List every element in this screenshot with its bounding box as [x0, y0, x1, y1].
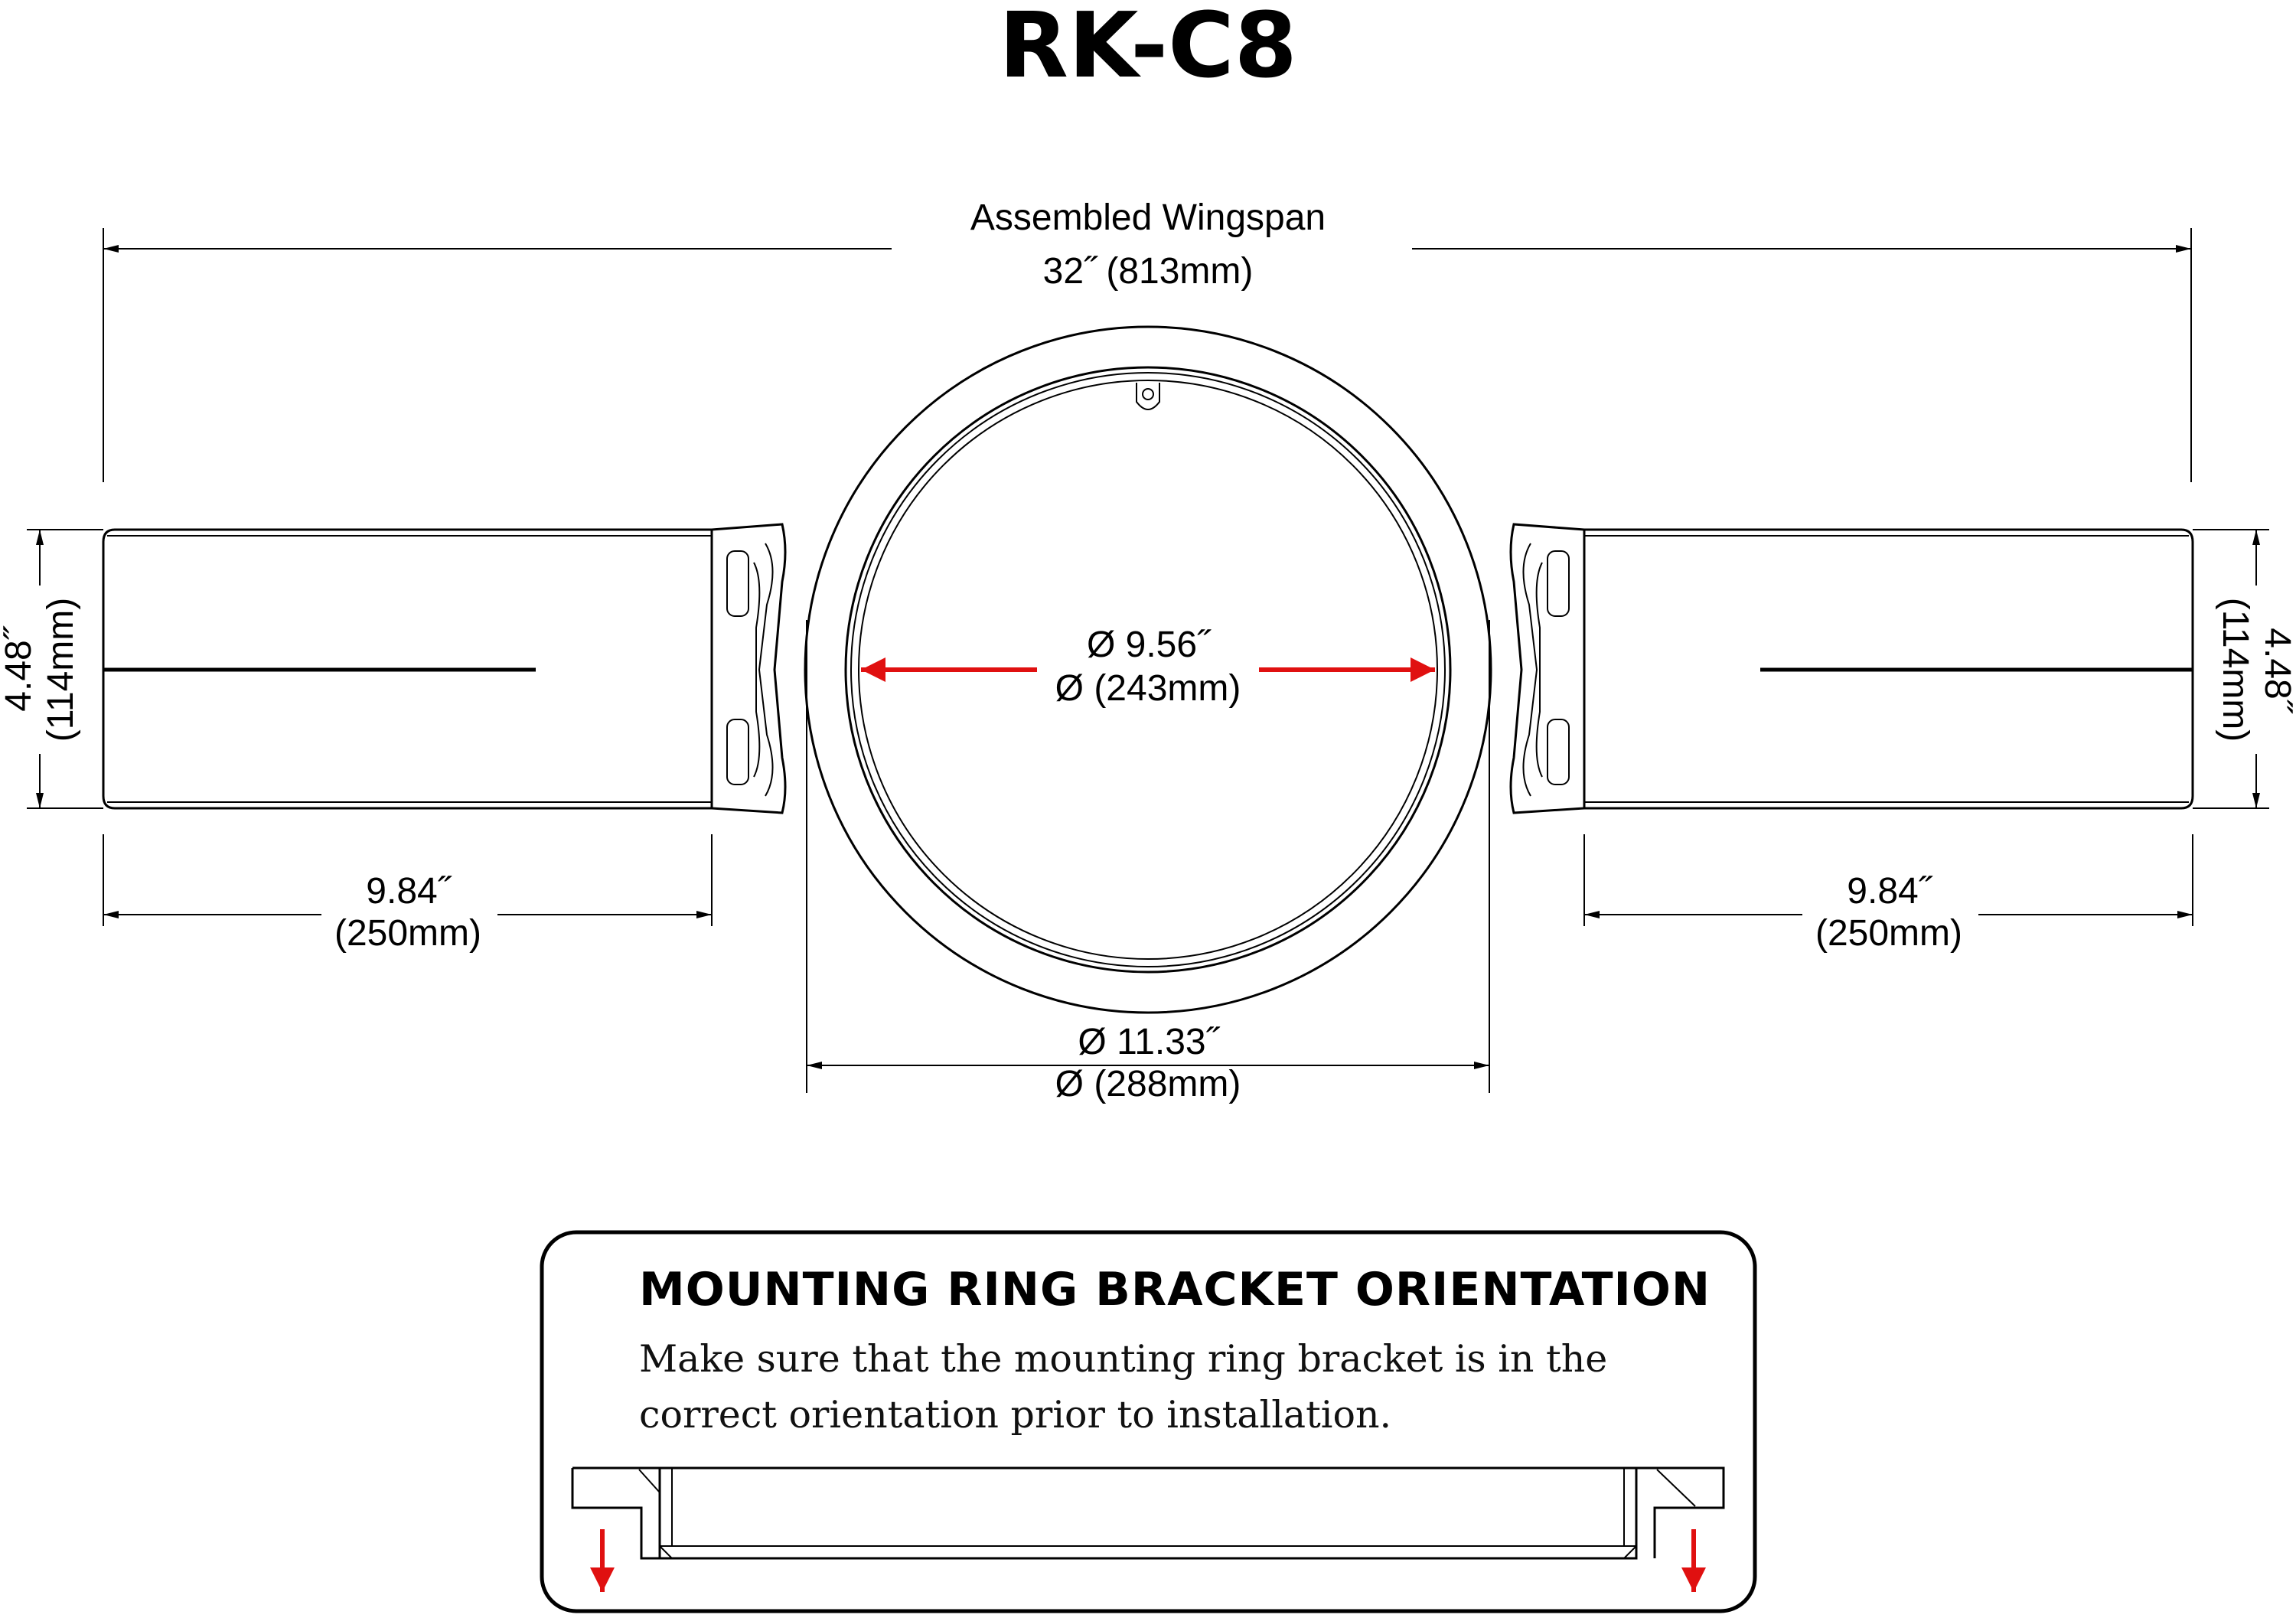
left-height-dimension: 4.48˝ (114mm) — [0, 529, 103, 809]
wingspan-value: 32˝ (813mm) — [1043, 251, 1254, 292]
outer-diameter-mm: Ø (288mm) — [1055, 1064, 1241, 1104]
right-width-in: 9.84˝ — [1847, 871, 1932, 912]
right-width-mm: (250mm) — [1815, 913, 1962, 954]
right-height-mm: (114mm) — [2215, 598, 2255, 742]
mounting-ring — [804, 325, 1492, 1014]
inner-diameter-in: Ø 9.56˝ — [1087, 625, 1212, 665]
outer-diameter-in: Ø 11.33˝ — [1078, 1022, 1220, 1062]
left-height-in: 4.48˝ — [0, 625, 39, 711]
right-width-dimension: 9.84˝ (250mm) — [1583, 834, 2193, 954]
orientation-panel: MOUNTING RING BRACKET ORIENTATION Make s… — [540, 1230, 1757, 1613]
right-height-in: 4.48˝ — [2257, 628, 2296, 713]
left-width-dimension: 9.84˝ (250mm) — [103, 834, 713, 954]
right-wing — [1509, 523, 2194, 814]
wingspan-label: Assembled Wingspan — [970, 197, 1326, 238]
left-wing — [102, 523, 787, 814]
left-height-mm: (114mm) — [41, 598, 81, 742]
wingspan-dimension: Assembled Wingspan 32˝ (813mm) — [103, 197, 2192, 482]
outer-diameter-dimension: Ø 11.33˝ Ø (288mm) — [806, 620, 1490, 1104]
bracket-cross-section — [571, 1466, 1725, 1560]
inner-diameter-mm: Ø (243mm) — [1055, 668, 1241, 709]
left-width-mm: (250mm) — [334, 913, 481, 954]
right-height-dimension: 4.48˝ (114mm) — [2193, 529, 2296, 809]
left-width-in: 9.84˝ — [366, 871, 452, 912]
panel-line-1: Make sure that the mounting ring bracket… — [639, 1337, 1607, 1381]
inner-diameter-dimension: Ø 9.56˝ Ø (243mm) — [861, 625, 1435, 709]
panel-line-2: correct orientation prior to installatio… — [639, 1393, 1391, 1437]
ring-tab — [1136, 383, 1160, 410]
product-title: RK-C8 — [999, 0, 1297, 98]
panel-heading: MOUNTING RING BRACKET ORIENTATION — [639, 1263, 1711, 1316]
